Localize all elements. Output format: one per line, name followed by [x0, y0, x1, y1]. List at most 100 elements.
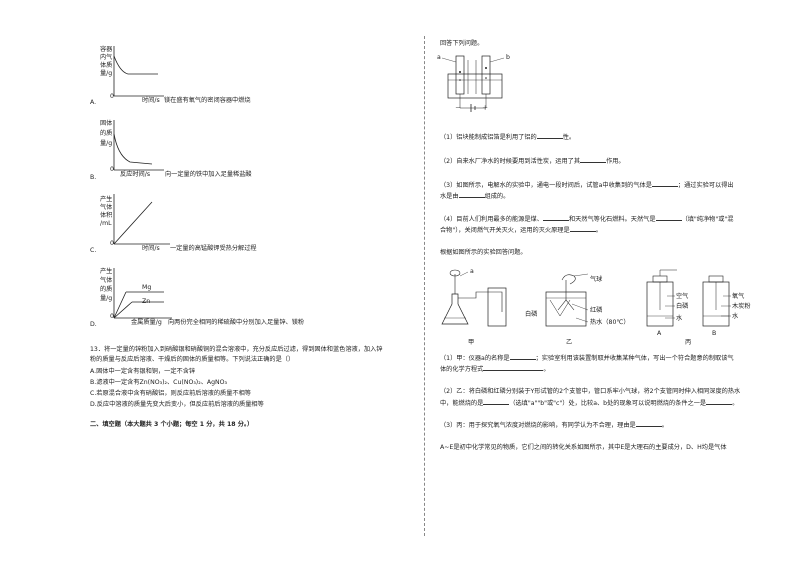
p2-line2: 中，能燃烧的是 （选填"a""b"或"c"）处，比较a、b处的现象可以说明燃烧的条… — [440, 399, 738, 408]
apparatus-yi — [545, 273, 589, 327]
caption-a: A — [657, 330, 662, 337]
q3-line1: （3）如图所示，电解水的实验中，通电一段时间后，试管a中收集到的气体是 ；通过实验… — [440, 181, 734, 190]
p3-blank[interactable] — [635, 421, 662, 427]
option-b-letter: B. — [90, 174, 97, 181]
graph-d-ylabel-3: 的质 — [100, 286, 113, 293]
intro-2: 根据如图所示的实验回答问题。 — [440, 249, 527, 256]
q4-blank-3[interactable] — [569, 226, 596, 232]
apparatus-bing-shui: 水 — [676, 315, 683, 322]
graph-a-ylabel-2: 内气 — [100, 54, 113, 61]
apparatus-jia — [441, 269, 507, 327]
q3-tail: 组成的。 — [484, 193, 510, 200]
q13-option-a: A.固体中一定含有银和铜，一定不含锌 — [90, 368, 196, 375]
q13-option-d: D.反应中溶液的质量先变大后变小，但反应前后溶液的质量相等 — [90, 401, 264, 408]
p2-blank-1[interactable] — [483, 399, 510, 405]
graph-d-ylabel-2: 气体 — [100, 277, 113, 284]
column-divider — [424, 36, 425, 536]
p2-line1: （2）乙：将白磷和红磷分别装于Y形试管的2个支管中，管口系牢小气球，将2个支管同… — [440, 388, 741, 395]
q3-cont: 水是由 — [440, 193, 459, 200]
graph-a-ylabel-1: 容器 — [100, 46, 113, 53]
p2-mid: （选填"a""b"或"c"）处，比较a、b处的现象可以说明燃烧的条件之一是 — [509, 400, 707, 407]
p1-blank-2[interactable] — [483, 365, 544, 371]
p2-tail: 。 — [732, 400, 739, 407]
q13-line1: 13．将一定量的锌粉加入到硝酸银和硝酸铜的混合溶液中，充分反应后过滤，得到固体和… — [90, 346, 383, 353]
graph-b — [113, 120, 164, 171]
p3-stem: （3）丙：用于探究氧气浓度对燃烧的影响，有同学认为不合理，理由是 — [440, 422, 636, 429]
q13-option-b: B.滤液中一定含有Zn(NO₃)₂、Cu(NO₃)₂、AgNO₃ — [90, 379, 228, 386]
graph-c-ylabel-2: 气体 — [100, 204, 113, 211]
q3-blank-2[interactable] — [458, 192, 485, 198]
q1-text: （1）铝块能制成铝箔是利用了铝的 性。 — [440, 133, 575, 142]
electrolysis-label-a: a — [437, 54, 441, 61]
p1-line2: 体的化学方程式。 — [440, 365, 550, 374]
q4-tail: 。 — [595, 227, 602, 234]
graph-d-series-zn: Zn — [142, 298, 151, 305]
section-2-heading: 二、填空题（本大题共 3 个小题；每空 1 分，共 18 分。） — [90, 421, 254, 428]
graph-c-ylabel-4: /mL — [100, 220, 112, 227]
q13-option-c: C.若原混合液中含有硝酸铝，则反应前后溶液的质量不相等 — [90, 390, 251, 397]
graph-d-origin: 0 — [110, 313, 114, 320]
option-a-desc: 镁在盛有氧气的密闭容器中燃烧 — [164, 97, 251, 104]
option-b-desc: 向一定量的铁中加入足量稀盐酸 — [165, 171, 252, 178]
q13-line2: 粉的质量与反应后溶液、干燥后的固体的质量相等。下列说法正确的是（） — [90, 356, 295, 363]
q4-stem: （4）目前人们利用最多的能源是煤、 — [440, 216, 543, 223]
q1-stem: （1）铝块能制成铝箔是利用了铝的 — [440, 134, 537, 141]
q3-stem: （3）如图所示，电解水的实验中，通电一段时间后，试管a中收集到的气体是 — [440, 182, 652, 189]
q4-blank-2[interactable] — [655, 215, 682, 221]
q2-stem: （2）自来水厂净水的时候要用到活性炭，运用了其 — [440, 158, 581, 165]
q4-mid: 和天然气等化石燃料。天然气是 — [568, 216, 656, 223]
caption-b: B — [712, 330, 717, 337]
q1-blank[interactable] — [536, 133, 563, 139]
apparatus-yi-reshui: 热水（80℃） — [590, 319, 630, 326]
electrolysis-apparatus — [441, 55, 505, 112]
option-d-letter: D. — [90, 321, 97, 328]
graph-b-xlabel: 反应时间/s — [120, 171, 151, 178]
caption-bing: 丙 — [685, 339, 692, 346]
q1-tail: 性。 — [562, 134, 576, 141]
graph-c-ylabel-1: 产生 — [100, 196, 113, 203]
apparatus-bing-shui2: 水 — [732, 313, 739, 320]
apparatus-bing — [646, 269, 731, 327]
q3-mid: ；通过实验可以得出 — [677, 182, 734, 189]
graph-d-ylabel-1: 产生 — [100, 268, 113, 275]
p1-blank-1[interactable] — [509, 354, 536, 360]
option-a-letter: A. — [90, 99, 97, 106]
q4-blank-1[interactable] — [542, 215, 569, 221]
q2-blank[interactable] — [580, 157, 607, 163]
apparatus-yi-baishan: 白磷 — [525, 311, 538, 318]
apparatus-yi-honglin: 红磷 — [590, 307, 603, 314]
graph-c-origin: 0 — [110, 240, 114, 247]
graph-d-ylabel-4: 量/g — [100, 295, 113, 302]
electrolysis-label-b: b — [506, 54, 510, 61]
graph-b-ylabel-2: 的质 — [100, 130, 113, 137]
q3-blank-1[interactable] — [651, 181, 678, 187]
graph-c — [113, 194, 170, 245]
p2-blank-2[interactable] — [706, 399, 733, 405]
graph-a — [113, 46, 164, 97]
graph-a-origin: 0 — [110, 93, 114, 100]
graph-a-ylabel-4: 量/g — [100, 70, 113, 77]
option-c-desc: 一定量的高锰酸钾受热分解过程 — [170, 245, 257, 252]
option-d-desc: 向两份完全相同的稀硫酸中分别加入足量锌、镁粉 — [168, 319, 305, 326]
q2-text: （2）自来水厂净水的时候要用到活性炭，运用了其作用。 — [440, 157, 625, 166]
apparatus-bing-baishan: 白磷 — [676, 303, 689, 310]
graph-d-xlabel: 金属质量/g — [131, 319, 162, 326]
graph-d-series-mg: Mg — [142, 284, 152, 291]
q4-line1: （4）目前人们利用最多的能源是煤、 和天然气等化石燃料。天然气是 （填"纯净物"或"… — [440, 215, 733, 224]
p1-mid: ；实验室利用该装置制取并收集某种气体，写出一个符合题意的制取该气 — [535, 355, 734, 362]
apparatus-yi-qiqiu: 气球 — [590, 276, 603, 283]
graph-b-ylabel-1: 固体 — [100, 120, 113, 127]
q4-choice: （填"纯净物"或"混 — [681, 216, 734, 223]
graph-a-xlabel: 时间/s — [142, 97, 160, 104]
last-question: A~E是初中化学常见的物质，它们之间的转化关系如图所示，其中E是大理石的主要成分… — [440, 444, 727, 451]
apparatus-bing-kongqi: 空气 — [676, 293, 689, 300]
p1-tail: 。 — [543, 366, 550, 373]
p1-line1: （1）甲：仪器a的名称是 ；实验室利用该装置制取并收集某种气体，写出一个符合题意的… — [440, 354, 734, 363]
caption-jia: 甲 — [468, 339, 475, 346]
p1-stem: （1）甲：仪器a的名称是 — [440, 355, 510, 362]
graph-b-origin: 0 — [110, 166, 114, 173]
p3-line: （3）丙：用于探究氧气浓度对燃烧的影响，有同学认为不合理，理由是。 — [440, 421, 668, 430]
graph-b-ylabel-3: 量/g — [100, 140, 113, 147]
p2-stem: 中，能燃烧的是 — [440, 400, 484, 407]
